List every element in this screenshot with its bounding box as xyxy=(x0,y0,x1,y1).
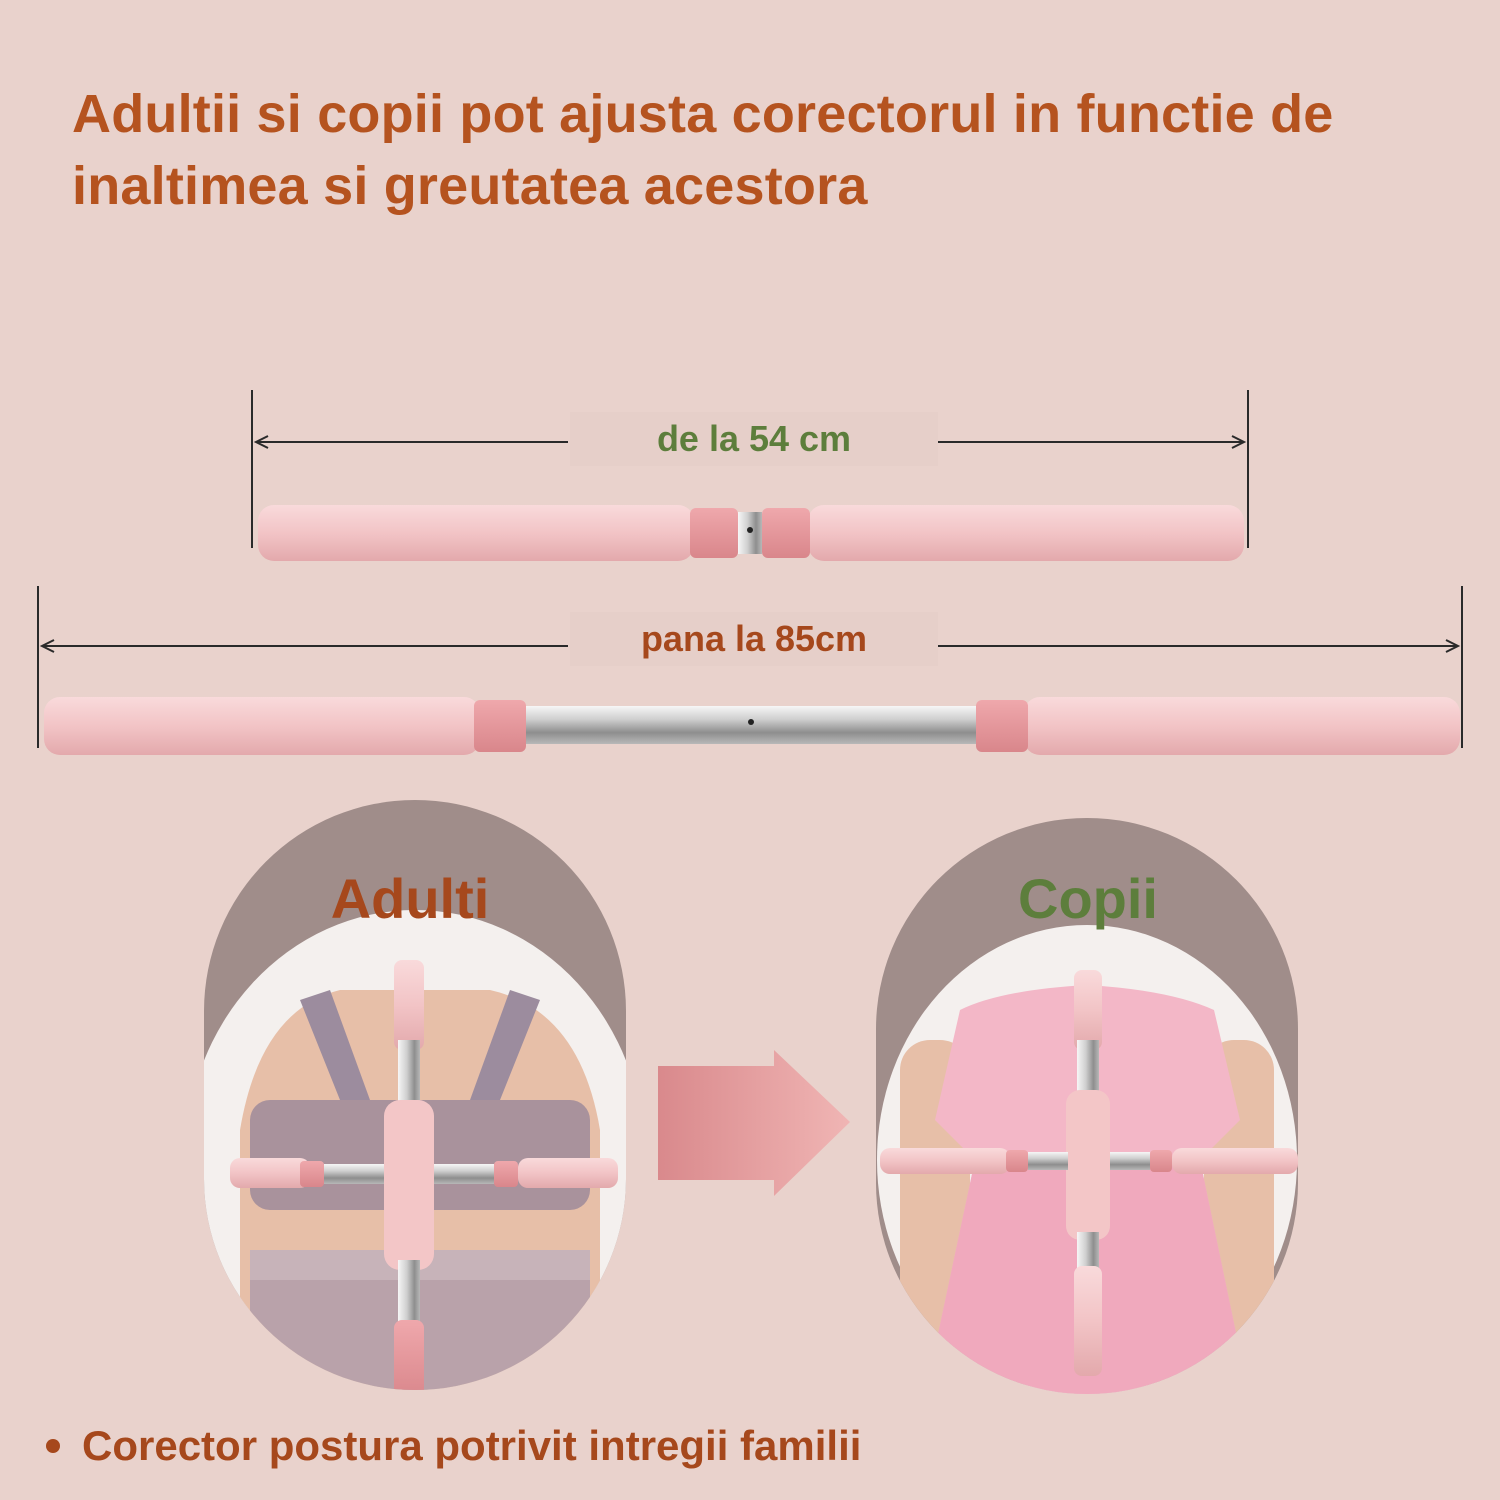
bullet-item: Corector postura potrivit intregii famil… xyxy=(46,1418,1446,1474)
measure-max-lines xyxy=(37,586,1463,748)
measure-min-lines xyxy=(251,390,1249,548)
measure-max-label: pana la 85cm xyxy=(570,612,938,666)
measure-min-label: de la 54 cm xyxy=(570,412,938,466)
arrow-right-icon xyxy=(658,1050,850,1196)
adult-photo xyxy=(204,800,626,1390)
bar-short xyxy=(258,505,1244,561)
bullet-dot-icon xyxy=(46,1438,60,1453)
child-photo xyxy=(876,818,1298,1394)
child-title: Copii xyxy=(1018,867,1158,930)
adult-title: Adulti xyxy=(330,867,490,930)
bar-long xyxy=(44,697,1460,755)
bullet-text: Corector postura potrivit intregii famil… xyxy=(82,1422,862,1469)
headline: Adultii si copii pot ajusta corectorul i… xyxy=(72,84,1334,216)
